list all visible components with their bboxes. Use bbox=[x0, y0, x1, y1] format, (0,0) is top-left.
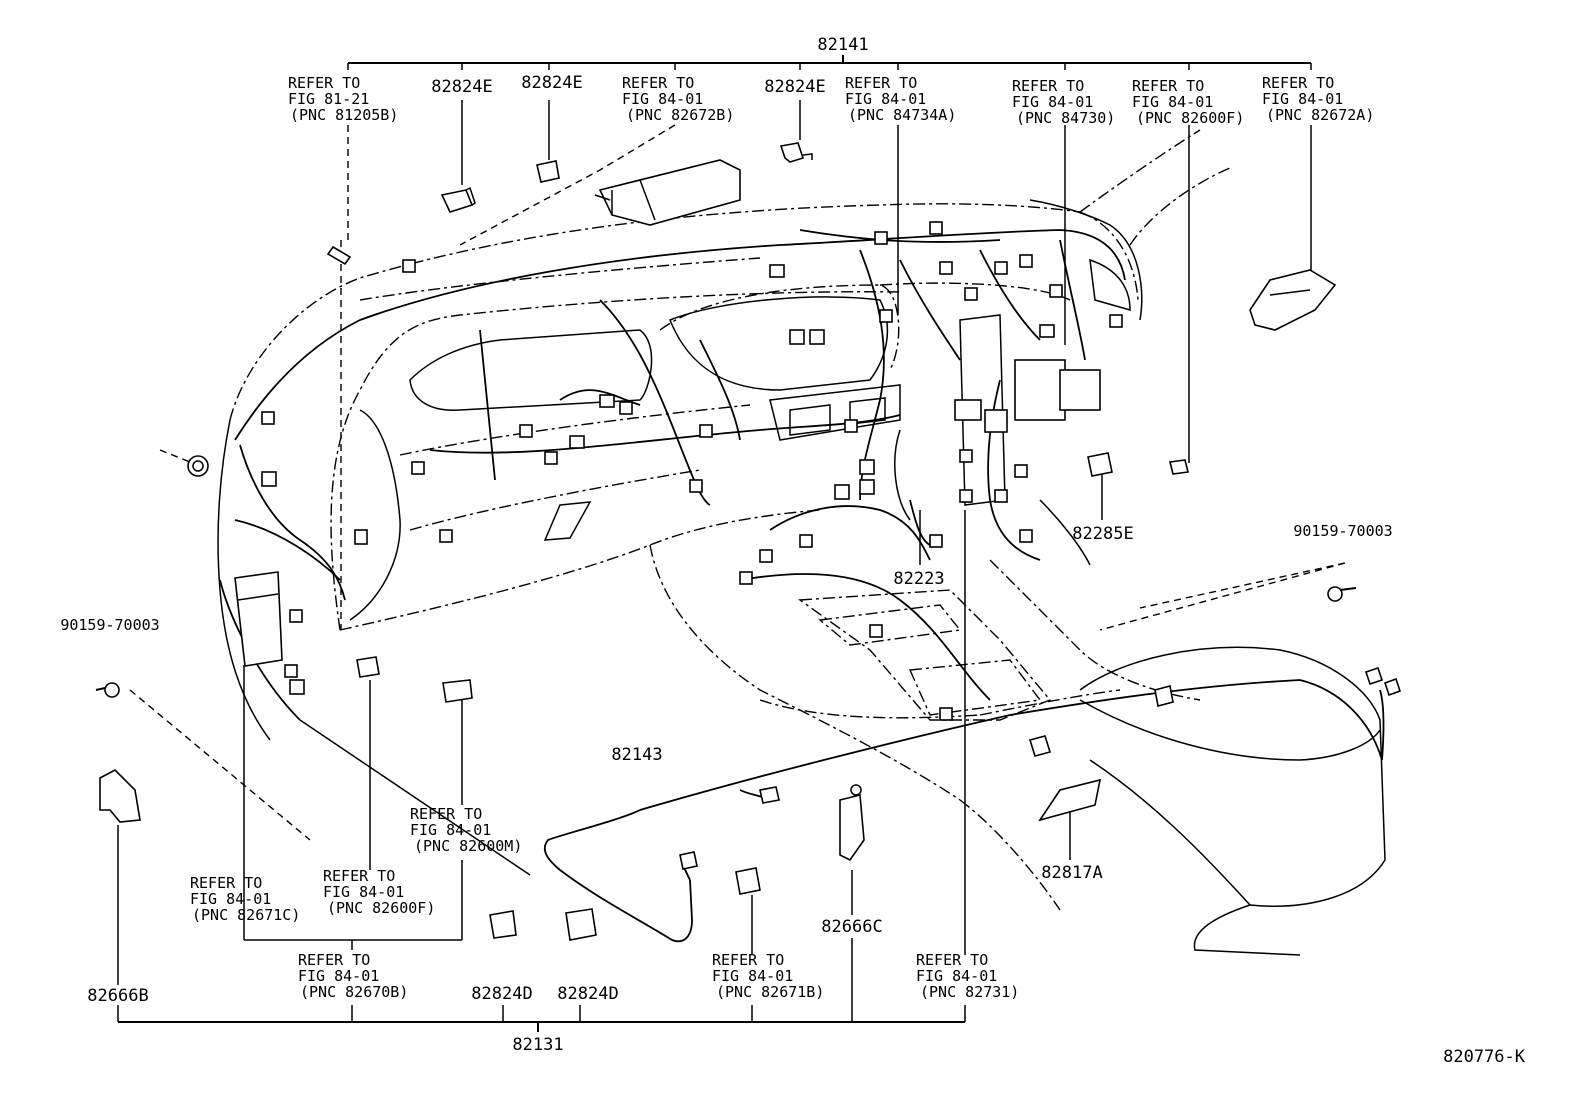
label-82143: 82143 bbox=[611, 745, 662, 765]
junction-block-82671C[interactable] bbox=[234, 571, 283, 667]
connector-82824E-b[interactable] bbox=[536, 160, 560, 183]
connector-82824E-c[interactable] bbox=[779, 142, 813, 163]
clamp-82666B[interactable] bbox=[99, 769, 141, 823]
connector-82824E-a[interactable] bbox=[440, 186, 476, 213]
svg-text:REFER TO: REFER TO bbox=[298, 951, 370, 969]
instrument-panel-outline bbox=[229, 129, 1231, 911]
svg-text:(PNC 82672A): (PNC 82672A) bbox=[1266, 106, 1374, 124]
svg-text:FIG 84-01: FIG 84-01 bbox=[845, 90, 926, 108]
label-82666B: 82666B bbox=[87, 986, 148, 1006]
svg-text:REFER TO: REFER TO bbox=[288, 74, 360, 92]
label-82285E: 82285E bbox=[1072, 524, 1133, 544]
reference-labels: REFER TO FIG 81-21 (PNC 81205B) REFER TO… bbox=[190, 74, 1374, 1001]
label-bolt-right: 90159-70003 bbox=[1293, 522, 1392, 540]
ref-82670B[interactable]: REFER TO FIG 84-01 (PNC 82670B) bbox=[298, 951, 408, 1001]
top-assembly-bracket bbox=[347, 55, 1312, 70]
svg-text:REFER TO: REFER TO bbox=[1132, 77, 1204, 95]
center-console bbox=[798, 589, 1386, 956]
svg-text:(PNC 82672B): (PNC 82672B) bbox=[626, 106, 734, 124]
clamp-82666C[interactable] bbox=[839, 784, 865, 862]
svg-text:(PNC 82600F): (PNC 82600F) bbox=[327, 899, 435, 917]
ref-82672A[interactable]: REFER TO FIG 84-01 (PNC 82672A) bbox=[1262, 74, 1374, 124]
label-82666C: 82666C bbox=[821, 917, 882, 937]
ref-84734A[interactable]: REFER TO FIG 84-01 (PNC 84734A) bbox=[845, 74, 956, 124]
label-82824D-b: 82824D bbox=[557, 984, 618, 1004]
ref-82672B[interactable]: REFER TO FIG 84-01 (PNC 82672B) bbox=[622, 74, 734, 124]
connector-82824D-b[interactable] bbox=[565, 908, 597, 941]
part-number-labels: 82141 82131 82143 82824E 82824E 82824E 8… bbox=[60, 35, 1525, 1067]
svg-text:FIG 84-01: FIG 84-01 bbox=[1262, 90, 1343, 108]
label-82824E-c: 82824E bbox=[764, 77, 825, 97]
svg-text:(PNC 82671C): (PNC 82671C) bbox=[192, 906, 300, 924]
bolt-right[interactable] bbox=[1327, 586, 1357, 602]
svg-text:FIG 84-01: FIG 84-01 bbox=[410, 821, 491, 839]
ref-82600M[interactable]: REFER TO FIG 84-01 (PNC 82600M) bbox=[410, 805, 522, 855]
ref-82600F-bottom[interactable]: REFER TO FIG 84-01 (PNC 82600F) bbox=[323, 867, 435, 917]
svg-text:FIG 84-01: FIG 84-01 bbox=[298, 967, 379, 985]
holder-82672B[interactable] bbox=[594, 159, 741, 226]
svg-text:(PNC 81205B): (PNC 81205B) bbox=[290, 106, 398, 124]
svg-text:REFER TO: REFER TO bbox=[323, 867, 395, 885]
svg-text:FIG 84-01: FIG 84-01 bbox=[622, 90, 703, 108]
ref-84730[interactable]: REFER TO FIG 84-01 (PNC 84730) bbox=[1012, 77, 1115, 127]
svg-text:FIG 84-01: FIG 84-01 bbox=[1012, 93, 1093, 111]
relay-82600M[interactable] bbox=[442, 679, 473, 703]
connector-82824D-a[interactable] bbox=[489, 910, 517, 939]
parts-layer bbox=[95, 142, 1402, 941]
harness-82143 bbox=[543, 679, 1385, 943]
dashboard-body bbox=[217, 199, 1143, 741]
connector-82671B[interactable] bbox=[735, 867, 761, 895]
svg-text:REFER TO: REFER TO bbox=[410, 805, 482, 823]
ref-82671C[interactable]: REFER TO FIG 84-01 (PNC 82671C) bbox=[190, 874, 300, 924]
svg-text:(PNC 82600F): (PNC 82600F) bbox=[1136, 109, 1244, 127]
svg-text:REFER TO: REFER TO bbox=[1262, 74, 1334, 92]
label-82824D-a: 82824D bbox=[471, 984, 532, 1004]
svg-text:REFER TO: REFER TO bbox=[190, 874, 262, 892]
svg-text:FIG 84-01: FIG 84-01 bbox=[190, 890, 271, 908]
svg-text:FIG 84-01: FIG 84-01 bbox=[1132, 93, 1213, 111]
grommet[interactable] bbox=[187, 455, 209, 477]
connector-harness-82143[interactable] bbox=[679, 666, 1402, 870]
diagram-code: 820776-K bbox=[1443, 1047, 1526, 1067]
dashboard-connectors bbox=[261, 221, 1123, 721]
label-82141: 82141 bbox=[817, 35, 868, 55]
svg-text:(PNC 84730): (PNC 84730) bbox=[1016, 109, 1115, 127]
relay-82285E[interactable] bbox=[1087, 452, 1113, 477]
bottom-assembly-bracket bbox=[117, 938, 966, 1032]
svg-text:REFER TO: REFER TO bbox=[712, 951, 784, 969]
label-bolt-left: 90159-70003 bbox=[60, 616, 159, 634]
svg-text:FIG 84-01: FIG 84-01 bbox=[323, 883, 404, 901]
bulb-part[interactable] bbox=[326, 245, 352, 266]
label-82817A: 82817A bbox=[1041, 863, 1102, 883]
ref-82671B[interactable]: REFER TO FIG 84-01 (PNC 82671B) bbox=[712, 951, 824, 1001]
svg-text:FIG 81-21: FIG 81-21 bbox=[288, 90, 369, 108]
leader-lines bbox=[117, 100, 1346, 985]
svg-text:FIG 84-01: FIG 84-01 bbox=[916, 967, 997, 985]
pad-82817A[interactable] bbox=[1038, 778, 1102, 822]
holder-82672A[interactable] bbox=[1249, 269, 1337, 331]
svg-text:(PNC 82600M): (PNC 82600M) bbox=[414, 837, 522, 855]
main-harness-82141 bbox=[219, 229, 1126, 721]
svg-text:REFER TO: REFER TO bbox=[916, 951, 988, 969]
ref-81205B[interactable]: REFER TO FIG 81-21 (PNC 81205B) bbox=[288, 74, 398, 124]
svg-text:REFER TO: REFER TO bbox=[622, 74, 694, 92]
svg-text:(PNC 82670B): (PNC 82670B) bbox=[300, 983, 408, 1001]
relay-82600F-bottom[interactable] bbox=[356, 656, 380, 678]
label-82131: 82131 bbox=[512, 1035, 563, 1055]
svg-text:FIG 84-01: FIG 84-01 bbox=[712, 967, 793, 985]
ref-82731[interactable]: REFER TO FIG 84-01 (PNC 82731) bbox=[916, 951, 1019, 1001]
ref-82600F-top[interactable]: REFER TO FIG 84-01 (PNC 82600F) bbox=[1132, 77, 1244, 127]
svg-text:REFER TO: REFER TO bbox=[845, 74, 917, 92]
bolt-left[interactable] bbox=[95, 682, 120, 698]
svg-text:REFER TO: REFER TO bbox=[1012, 77, 1084, 95]
relay-82600F-top[interactable] bbox=[1169, 459, 1189, 475]
label-82223: 82223 bbox=[893, 569, 944, 589]
svg-text:(PNC 82671B): (PNC 82671B) bbox=[716, 983, 824, 1001]
label-82824E-b: 82824E bbox=[521, 73, 582, 93]
label-82824E-a: 82824E bbox=[431, 77, 492, 97]
svg-text:(PNC 82731): (PNC 82731) bbox=[920, 983, 1019, 1001]
svg-text:(PNC 84734A): (PNC 84734A) bbox=[848, 106, 956, 124]
